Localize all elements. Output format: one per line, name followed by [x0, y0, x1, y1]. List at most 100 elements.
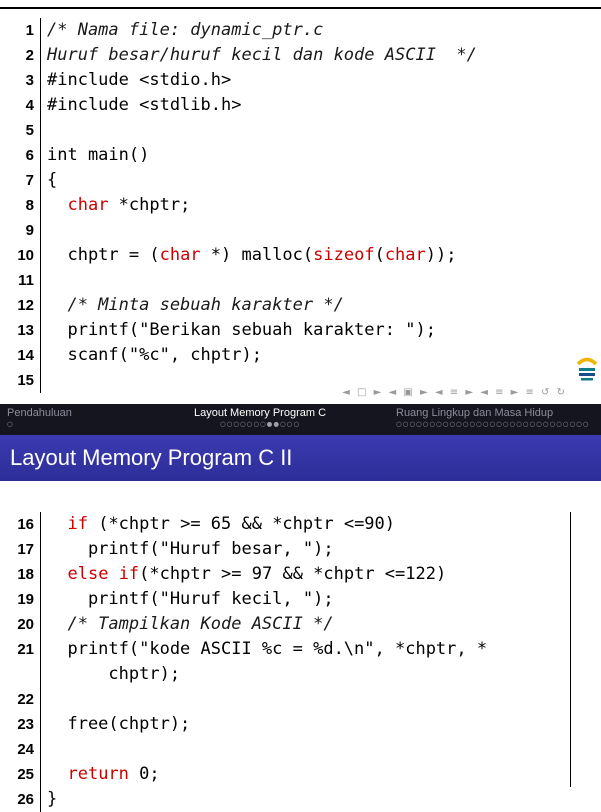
beamer-navigation-symbols[interactable]: ◄ □ ► ◄ ▣ ► ◄ ≡ ► ◄ ≡ ► ≡ ↺ ↻	[342, 387, 567, 398]
line-number: 10	[17, 247, 34, 264]
code-token	[47, 514, 67, 534]
code-token	[47, 564, 67, 584]
line-number: 12	[17, 297, 34, 314]
code-line-row: 7{	[0, 168, 570, 193]
frame-title: Layout Memory Program C II	[0, 435, 601, 481]
keyword-token: char	[67, 195, 109, 215]
code-token: printf("Huruf kecil, ");	[47, 589, 334, 609]
line-number	[0, 662, 40, 687]
line-number: 23	[17, 716, 34, 733]
code-line-row: 24	[0, 737, 570, 762]
code-line: int main()	[40, 143, 570, 168]
keyword-token: if	[118, 564, 140, 584]
line-number: 20	[17, 616, 34, 633]
code-token: printf("Berikan sebuah karakter: ");	[47, 320, 436, 340]
code-token	[47, 764, 67, 784]
code-token: #include <stdlib.h>	[47, 95, 242, 115]
code-line-row: 3 #include <stdio.h>	[0, 68, 570, 93]
code-token: printf("Huruf besar, ");	[47, 539, 334, 559]
code-line: scanf("%c", chptr);	[40, 343, 570, 368]
code-token: (	[374, 245, 385, 265]
beamer-headline-bar: Pendahuluan ○ Layout Memory Program C ○○…	[0, 404, 601, 435]
comment-token: Huruf besar/huruf kecil dan kode ASCII *…	[47, 45, 477, 65]
line-number: 7	[25, 172, 34, 189]
code-line-row: 20 /* Tampilkan Kode ASCII */	[0, 612, 570, 637]
code-token	[108, 564, 118, 584]
code-listing-part1: 1 /* Nama file: dynamic_ptr.c 2 Huruf besar…	[0, 18, 570, 393]
line-number: 19	[17, 591, 34, 608]
section-title[interactable]: Ruang Lingkup dan Masa Hidup	[396, 407, 554, 419]
code-line: #include <stdio.h>	[40, 68, 570, 93]
code-token: printf("kode ASCII %c = %d.\n", *chptr, …	[47, 639, 488, 659]
code-token: (*chptr >= 65 && *chptr <=90)	[87, 514, 396, 534]
line-number: 3	[25, 72, 34, 89]
code-line-row: 17 printf("Huruf besar, ");	[0, 537, 570, 562]
line-number: 11	[18, 272, 34, 289]
code-token: int main()	[47, 145, 150, 165]
headline-section-pendahuluan[interactable]: Pendahuluan ○	[0, 407, 160, 429]
mini-frame-dots[interactable]: ○○○○○○○○○○○○○○○○○○○○○○○○○○○○○	[396, 420, 590, 428]
code-line: /* Nama file: dynamic_ptr.c	[40, 18, 570, 43]
code-line: printf("Huruf kecil, ");	[40, 587, 570, 612]
line-number: 6	[25, 147, 34, 164]
line-number: 22	[17, 691, 34, 708]
code-line-row: 25 return 0;	[0, 762, 570, 787]
keyword-token: sizeof	[313, 245, 375, 265]
code-token: chptr = (	[47, 245, 160, 265]
line-number: 4	[25, 97, 34, 114]
code-line-row: 2 Huruf besar/huruf kecil dan kode ASCII …	[0, 43, 570, 68]
code-line-row: 22	[0, 687, 570, 712]
code-line-row: 19 printf("Huruf kecil, ");	[0, 587, 570, 612]
code-line-row: 6 int main()	[0, 143, 570, 168]
line-number: 16	[17, 516, 34, 533]
code-line	[40, 218, 570, 243]
code-line-row: 15	[0, 368, 570, 393]
code-line: return 0;	[40, 762, 570, 787]
line-number: 21	[17, 641, 34, 658]
code-line: printf("Huruf besar, ");	[40, 537, 570, 562]
line-number: 15	[17, 372, 34, 389]
code-line-row: 10 chptr = (char *) malloc(sizeof(char))…	[0, 243, 570, 268]
code-line: #include <stdlib.h>	[40, 93, 570, 118]
code-token: *) malloc(	[200, 245, 314, 265]
line-number: 5	[25, 122, 34, 139]
comment-token: /* Nama file: dynamic_ptr.c	[47, 20, 324, 40]
code-line: chptr = (char *) malloc(sizeof(char));	[40, 243, 570, 268]
code-line: printf("Berikan sebuah karakter: ");	[40, 318, 570, 343]
code-line-row: 21 printf("kode ASCII %c = %d.\n", *chpt…	[0, 637, 570, 662]
logo-bar-3	[581, 378, 593, 381]
code-line-row: 26}	[0, 787, 570, 812]
code-line-row: 23 free(chptr);	[0, 712, 570, 737]
logo-bar-2	[579, 373, 595, 376]
code-line	[40, 737, 570, 762]
code-line: chptr);	[40, 662, 570, 687]
mini-frame-dots[interactable]: ○	[7, 420, 14, 428]
line-number: 1	[25, 22, 34, 39]
code-line-row: 1 /* Nama file: dynamic_ptr.c	[0, 18, 570, 43]
code-line-row: 9	[0, 218, 570, 243]
code-token: (*chptr >= 97 && *chptr <=122)	[139, 564, 447, 584]
code-line	[40, 368, 570, 393]
code-token: chptr);	[47, 664, 181, 684]
code-line: /* Minta sebuah karakter */	[40, 293, 570, 318]
line-number: 2	[25, 47, 34, 64]
section-title[interactable]: Pendahuluan	[7, 407, 72, 419]
headline-section-ruang-lingkup[interactable]: Ruang Lingkup dan Masa Hidup ○○○○○○○○○○○…	[360, 407, 601, 429]
code-line-row: chptr);	[0, 662, 570, 687]
keyword-token: if	[67, 514, 88, 534]
mini-frame-dots[interactable]: ○○○○○○○●●○○○	[219, 420, 301, 428]
section-title[interactable]: Layout Memory Program C	[193, 407, 327, 419]
headline-section-layout-memory[interactable]: Layout Memory Program C ○○○○○○○●●○○○	[160, 407, 360, 429]
code-line-row: 18 else if(*chptr >= 97 && *chptr <=122)	[0, 562, 570, 587]
code-token: free(chptr);	[47, 714, 191, 734]
code-token: }	[47, 789, 58, 809]
code-line	[40, 268, 570, 293]
line-number: 25	[17, 766, 34, 783]
logo-swoosh	[576, 357, 598, 366]
line-number: 17	[17, 541, 34, 558]
code-line-row: 8 char *chptr;	[0, 193, 570, 218]
listing-top-rule	[0, 7, 601, 9]
keyword-token: return	[67, 764, 129, 784]
line-number: 24	[17, 741, 34, 758]
code-token: 0;	[128, 764, 160, 784]
